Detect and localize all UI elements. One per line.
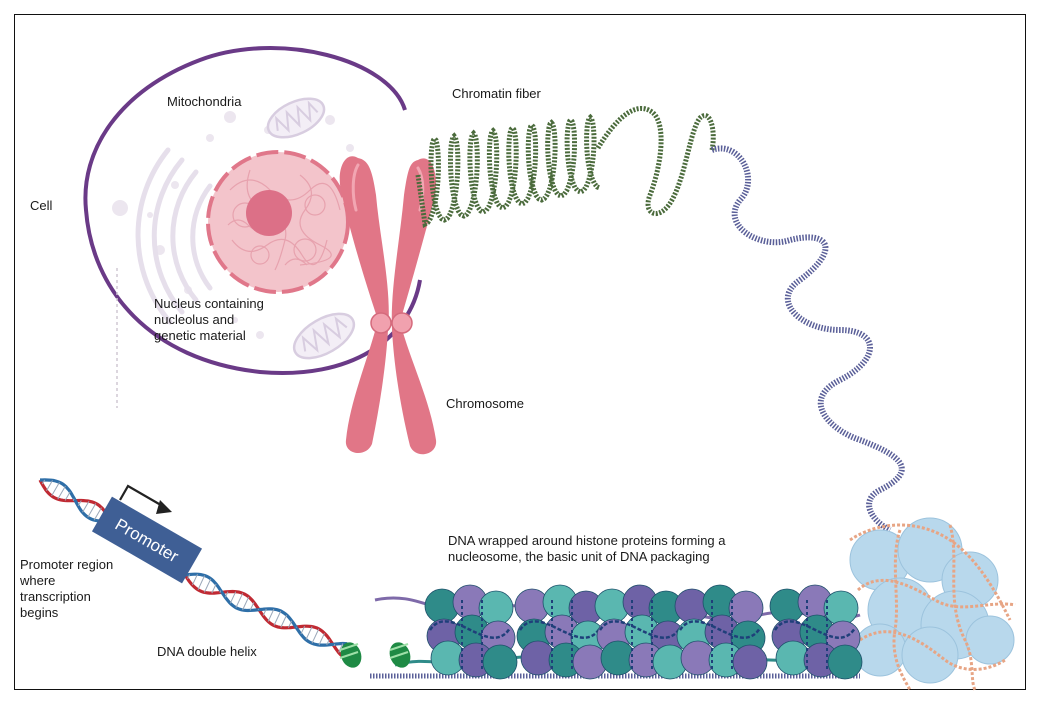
base-pair <box>77 500 82 507</box>
base-pair <box>82 500 90 513</box>
base-pair <box>51 482 60 497</box>
chromosome <box>339 156 437 455</box>
mitochondrion-bottom <box>292 312 356 360</box>
label-cell: Cell <box>30 198 53 213</box>
base-pair <box>229 591 237 604</box>
base-pair <box>64 491 71 501</box>
label-nucleus: Nucleus containing nucleolus and genetic… <box>154 296 264 344</box>
transcription-start-arrow-icon <box>119 484 172 514</box>
base-pair <box>203 578 212 593</box>
histone <box>482 644 518 680</box>
cell-illustration <box>83 46 422 408</box>
wrapped-dna <box>678 620 762 639</box>
base-pair <box>235 593 244 608</box>
base-pair <box>326 638 330 646</box>
label-nucleus-line: Nucleus containing <box>154 296 264 311</box>
base-pair <box>273 610 282 626</box>
base-pair <box>93 507 102 521</box>
base-pair <box>46 480 53 491</box>
dna-loop-strand <box>710 145 905 533</box>
label-nucleus-line: genetic material <box>154 328 246 343</box>
base-pair <box>187 574 191 580</box>
base-pair <box>197 575 206 591</box>
base-pair <box>267 608 275 622</box>
base-pair <box>262 608 267 616</box>
label-nucleus-line: nucleolus and <box>154 312 235 327</box>
label-promoter-region-line: Promoter region <box>20 557 114 572</box>
label-chromatin-fiber: Chromatin fiber <box>452 86 541 101</box>
base-pair <box>191 573 198 586</box>
histone <box>827 644 863 680</box>
dna-strand <box>40 478 102 523</box>
base-pair <box>333 643 336 647</box>
base-pair <box>87 503 97 518</box>
base-pair <box>287 620 293 628</box>
label-nucleosome-line: DNA wrapped around histone proteins form… <box>448 533 726 548</box>
label-promoter-region-line: where <box>20 573 56 588</box>
base-pair <box>300 625 306 635</box>
label-mitochondria: Mitochondria <box>167 94 242 109</box>
histone <box>732 644 768 680</box>
figure-frame <box>14 14 1026 690</box>
base-pair <box>242 596 250 611</box>
base-pair <box>72 498 75 501</box>
mitochondrion-top <box>266 97 326 139</box>
chromatin-fiber <box>415 105 716 228</box>
wrapped-dna <box>518 620 602 639</box>
base-pair <box>311 628 320 644</box>
label-promoter-region: Promoter region where transcription begi… <box>20 557 113 621</box>
dna-end-nucleosomes <box>339 642 411 668</box>
label-nucleosome-line: nucleosome, the basic unit of DNA packag… <box>448 549 710 564</box>
wrapped-dna <box>773 620 857 639</box>
endoplasmic-reticulum <box>135 147 213 325</box>
condensed-nucleosome-cluster <box>849 517 1016 691</box>
label-chromosome: Chromosome <box>446 396 525 411</box>
base-pair <box>305 626 313 640</box>
base-pair <box>211 583 217 594</box>
nucleosome-array <box>370 584 863 680</box>
base-pair <box>224 591 229 598</box>
base-pair <box>41 479 46 485</box>
base-pair <box>318 632 325 646</box>
base-pair <box>57 485 66 500</box>
label-promoter-region-line: begins <box>20 605 59 620</box>
nucleus <box>206 150 350 294</box>
wrapped-dna <box>428 620 512 639</box>
base-pair <box>280 614 288 628</box>
base-pair <box>249 602 255 611</box>
nucleolus <box>246 190 292 236</box>
cell-membrane <box>83 46 422 375</box>
dna-double-helix <box>38 478 348 657</box>
base-pair <box>338 643 344 653</box>
wrapped-dna <box>598 620 682 639</box>
label-nucleosome: DNA wrapped around histone proteins form… <box>448 533 726 565</box>
label-promoter-region-line: transcription <box>20 589 91 604</box>
label-dna-double-helix: DNA double helix <box>157 644 257 659</box>
base-pair <box>219 590 222 593</box>
dna-strand <box>38 479 108 515</box>
